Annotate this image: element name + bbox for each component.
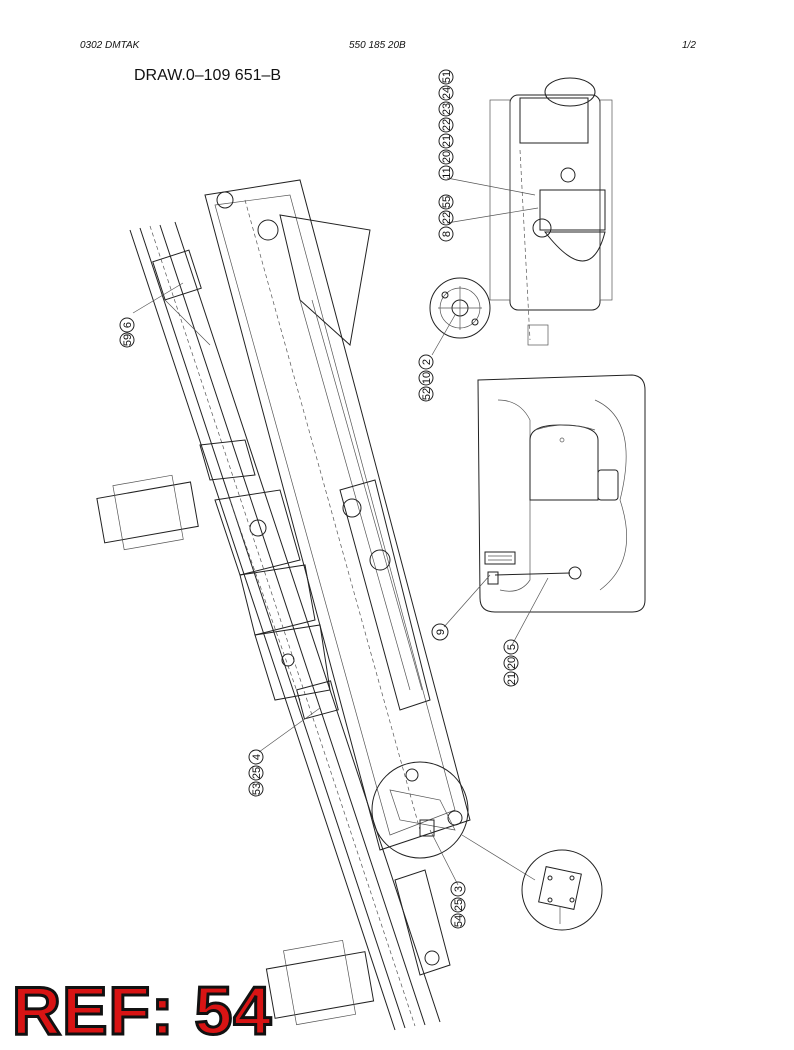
callout-text: 53 — [251, 783, 263, 795]
callout-text: 9 — [435, 629, 447, 635]
rotation-mechanism — [96, 439, 339, 720]
callout-text: 3 — [453, 886, 465, 892]
callout-text: 59 — [122, 334, 134, 346]
leader-lines — [132, 177, 549, 886]
callout-text: 6 — [122, 322, 134, 328]
rotator-detail — [429, 277, 491, 339]
callout-text: 52 — [421, 388, 433, 400]
callout-text: 54 — [453, 915, 465, 927]
callout-text: 20 — [441, 151, 453, 163]
callout-54-25-3: 54 25 3 — [450, 881, 466, 929]
callout-8-22-55: 8 22 55 — [438, 194, 454, 242]
callout-text: 25 — [453, 899, 465, 911]
callout-text: 51 — [441, 71, 453, 83]
callout-text: 22 — [441, 119, 453, 131]
base-mechanism — [265, 869, 451, 1026]
header-part-number: 550 185 20B — [349, 40, 406, 51]
callout-52-10-2: 52 10 2 — [418, 354, 434, 402]
reference-label: REF: 54 — [10, 972, 273, 1050]
detail-view-lower — [371, 761, 603, 931]
callout-text: 24 — [441, 87, 453, 99]
callout-21-20-5: 21 20 5 — [503, 639, 519, 687]
cab-top-view — [489, 77, 613, 346]
callout-9: 9 — [431, 623, 449, 641]
callout-text: 8 — [441, 231, 453, 237]
callout-text: 10 — [421, 372, 433, 384]
callout-text: 55 — [441, 196, 453, 208]
callout-text: 21 — [506, 673, 518, 685]
callout-text: 2 — [421, 359, 433, 365]
header-page-number: 1/2 — [682, 40, 696, 51]
callout-text: 5 — [506, 644, 518, 650]
callout-text: 23 — [441, 103, 453, 115]
callout-59-6: 59 6 — [119, 317, 135, 348]
callout-text: 4 — [251, 754, 263, 760]
cab-interior-plan — [477, 374, 646, 613]
callout-53-25-4: 53 25 4 — [248, 749, 264, 797]
header-doc-code: 0302 DMTAK — [80, 40, 140, 51]
callout-text: 25 — [251, 767, 263, 779]
callout-text: 20 — [506, 657, 518, 669]
callout-text: 21 — [441, 135, 453, 147]
boom-assembly — [204, 179, 471, 851]
callout-text: 22 — [441, 212, 453, 224]
callout-text: 11 — [441, 167, 453, 178]
callout-11-to-51: 11 20 21 22 23 24 51 — [438, 69, 454, 181]
drawing-title: DRAW.0–109 651–B — [134, 67, 282, 84]
